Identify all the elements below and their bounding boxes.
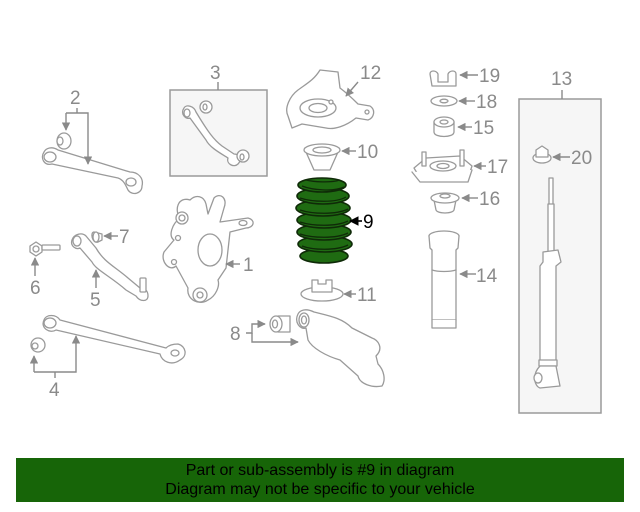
callout-3[interactable]: 3 xyxy=(210,63,221,84)
callout-18[interactable]: 18 xyxy=(476,92,497,113)
part-8-lower-arm[interactable]: 8 xyxy=(230,309,385,388)
part-5-toe-link[interactable]: 5 xyxy=(70,233,149,311)
callout-2[interactable]: 2 xyxy=(70,88,81,109)
part-16-dust-seal[interactable]: 16 xyxy=(430,189,500,214)
part-17-upper-mount[interactable]: 17 xyxy=(411,149,508,183)
part-4-lower-link[interactable]: 4 xyxy=(29,314,186,402)
callout-11[interactable]: 11 xyxy=(357,285,377,306)
part-7-nut[interactable]: 7 xyxy=(91,227,130,248)
callout-5[interactable]: 5 xyxy=(90,290,101,311)
part-1-knuckle[interactable]: 1 xyxy=(162,194,254,303)
callout-16[interactable]: 16 xyxy=(479,189,500,210)
callout-13[interactable]: 13 xyxy=(551,69,572,90)
callout-1[interactable]: 1 xyxy=(243,255,254,276)
part-13-shock-absorber-box[interactable]: 13 20 xyxy=(518,69,602,414)
part-3-upper-arm-box[interactable]: 3 xyxy=(169,63,268,177)
part-2-lateral-link[interactable]: 2 xyxy=(41,88,144,195)
part-11-lower-seat[interactable]: 11 xyxy=(300,279,377,306)
callout-7[interactable]: 7 xyxy=(119,227,130,248)
part-19-clip[interactable]: 19 xyxy=(429,66,500,87)
info-banner: Part or sub-assembly is #9 in diagram Di… xyxy=(16,458,624,502)
callout-15[interactable]: 15 xyxy=(473,118,494,139)
callout-4[interactable]: 4 xyxy=(49,380,60,401)
part-15-bushing[interactable]: 15 xyxy=(433,116,494,139)
callout-10[interactable]: 10 xyxy=(357,142,378,163)
part-9-coil-spring[interactable]: 9 xyxy=(295,177,374,264)
callout-20[interactable]: 20 xyxy=(571,148,592,169)
part-18-washer[interactable]: 18 xyxy=(430,92,497,113)
callout-12[interactable]: 12 xyxy=(360,63,381,84)
callout-6[interactable]: 6 xyxy=(30,278,41,299)
banner-line-disclaimer: Diagram may not be specific to your vehi… xyxy=(165,481,475,498)
callout-17[interactable]: 17 xyxy=(487,157,508,178)
part-14-dust-boot[interactable]: 14 xyxy=(428,230,498,329)
callout-14[interactable]: 14 xyxy=(476,266,498,287)
part-6-bolt[interactable]: 6 xyxy=(29,241,61,299)
part-12-upper-bracket[interactable]: 12 xyxy=(286,63,381,130)
callout-8[interactable]: 8 xyxy=(230,324,241,345)
banner-line-part: Part or sub-assembly is #9 in diagram xyxy=(185,462,455,479)
callout-19[interactable]: 19 xyxy=(479,66,500,87)
part-10-bump-stop[interactable]: 10 xyxy=(303,142,378,171)
callout-9[interactable]: 9 xyxy=(363,212,374,233)
